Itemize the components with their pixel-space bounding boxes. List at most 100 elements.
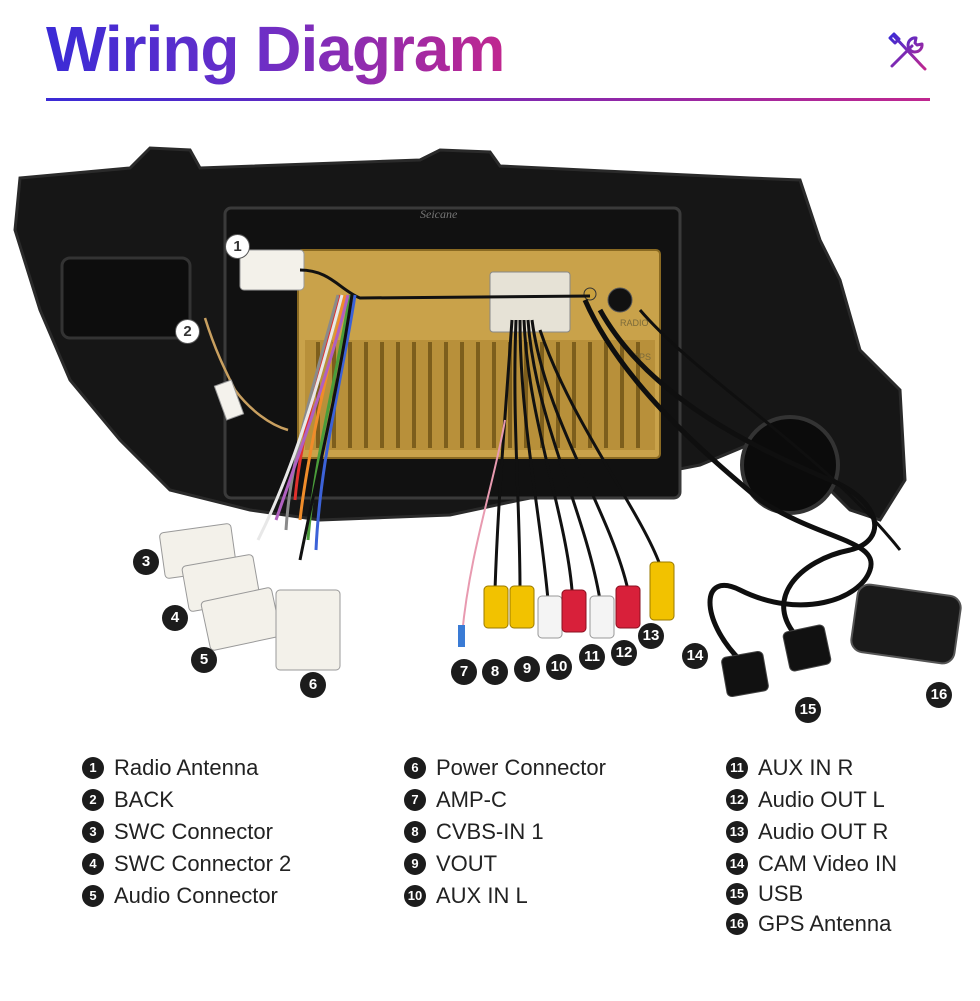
callout-16: 16 <box>926 682 952 708</box>
legend-number: 6 <box>404 757 426 779</box>
callout-6: 6 <box>300 672 326 698</box>
legend-number: 16 <box>726 913 748 935</box>
radio-port <box>607 287 633 313</box>
rca-aux-in-l <box>537 595 563 639</box>
usb-plug-2 <box>782 624 832 672</box>
legend-number: 11 <box>726 757 748 779</box>
legend-number: 8 <box>404 821 426 843</box>
callout-13: 13 <box>638 623 664 649</box>
rca-audio-out-r <box>615 585 641 629</box>
right-vent <box>740 415 840 515</box>
callout-11: 11 <box>579 644 605 670</box>
legend-label: Audio OUT L <box>758 787 885 812</box>
rear-port-block <box>489 271 571 333</box>
legend-item: 5 Audio Connector <box>82 880 291 912</box>
legend-number: 2 <box>82 789 104 811</box>
callout-1: 1 <box>225 234 250 259</box>
legend-label: AMP-C <box>436 787 507 812</box>
legend-label: GPS Antenna <box>758 911 892 936</box>
legend-number: 4 <box>82 853 104 875</box>
legend-item: 3 SWC Connector <box>82 816 291 848</box>
legend-item: 8 CVBS-IN 1 <box>404 816 606 848</box>
legend-item: 1 Radio Antenna <box>82 752 291 784</box>
brand-label: Seicane <box>420 207 458 221</box>
legend-item: 6 Power Connector <box>404 752 606 784</box>
legend-item: 10 AUX IN L <box>404 880 606 912</box>
title-underline <box>46 98 930 101</box>
amp-c-tip <box>458 625 465 647</box>
callout-15: 15 <box>795 697 821 723</box>
legend-number: 1 <box>82 757 104 779</box>
callout-14: 14 <box>682 643 708 669</box>
legend-column-1: 1 Radio Antenna 2 BACK 3 SWC Connector 4 SWC… <box>82 752 291 912</box>
legend-item: 15 USB <box>726 880 897 908</box>
back-wire-tag <box>213 379 245 421</box>
legend-item: 4 SWC Connector 2 <box>82 848 291 880</box>
legend-item: 11 AUX IN R <box>726 752 897 784</box>
legend-label: Radio Antenna <box>114 755 259 780</box>
legend-number: 5 <box>82 885 104 907</box>
legend-label: Power Connector <box>436 755 606 780</box>
gps-port-label: GPS <box>632 352 651 362</box>
radio-port-label: RADIO <box>620 318 649 328</box>
legend-label: Audio Connector <box>114 883 278 908</box>
callout-2: 2 <box>175 319 200 344</box>
wiring-diagram: Seicane RADIO GPS <box>13 146 962 698</box>
legend-label: SWC Connector <box>114 819 273 844</box>
callout-10: 10 <box>546 654 572 680</box>
legend-item: 7 AMP-C <box>404 784 606 816</box>
legend-item: 9 VOUT <box>404 848 606 880</box>
legend-number: 10 <box>404 885 426 907</box>
legend-number: 14 <box>726 853 748 875</box>
tools-icon <box>888 32 927 71</box>
legend-label: USB <box>758 881 804 906</box>
legend-number: 12 <box>726 789 748 811</box>
legend-item: 13 Audio OUT R <box>726 816 897 848</box>
rca-cvbs-in-1 <box>483 585 509 629</box>
callout-3: 3 <box>133 549 159 575</box>
legend-item: 16 GPS Antenna <box>726 908 897 940</box>
legend-label: CVBS-IN 1 <box>436 819 544 844</box>
legend-label: SWC Connector 2 <box>114 851 292 876</box>
legend-item: 14 CAM Video IN <box>726 848 897 880</box>
callout-8: 8 <box>482 659 508 685</box>
gps-antenna <box>850 583 962 665</box>
callout-12: 12 <box>611 640 637 666</box>
legend-number: 15 <box>726 883 748 905</box>
legend-column-3: 11 AUX IN R 12 Audio OUT L 13 Audio OUT R 1… <box>726 752 897 940</box>
legend-item: 2 BACK <box>82 784 291 816</box>
legend-column-2: 6 Power Connector 7 AMP-C 8 CVBS-IN 1 9 VOUT… <box>404 752 606 912</box>
rca-aux-in-r <box>561 589 587 633</box>
amp-c-wire <box>461 419 506 636</box>
callout-9: 9 <box>514 656 540 682</box>
legend-number: 13 <box>726 821 748 843</box>
heat-sink-fins <box>305 340 655 450</box>
legend-label: AUX IN R <box>758 755 854 780</box>
legend-item: 12 Audio OUT L <box>726 784 897 816</box>
callout-5: 5 <box>191 647 217 673</box>
rca-bundle-wires <box>493 319 662 601</box>
left-vent <box>60 256 192 340</box>
legend-number: 7 <box>404 789 426 811</box>
legend-label: CAM Video IN <box>758 851 897 876</box>
main-harness <box>256 294 357 561</box>
legend-label: VOUT <box>436 851 498 876</box>
callout-7: 7 <box>451 659 477 685</box>
callout-4: 4 <box>162 605 188 631</box>
legend-number: 9 <box>404 853 426 875</box>
legend-number: 3 <box>82 821 104 843</box>
gps-antenna-cable <box>638 309 902 551</box>
power-connector <box>275 589 341 671</box>
radio-antenna-connector <box>239 249 305 291</box>
rca-cam-video-in <box>649 561 675 621</box>
legend-label: BACK <box>114 787 174 812</box>
page-title: Wiring Diagram <box>46 6 505 92</box>
rca-audio-out-l <box>589 595 615 639</box>
usb-cables <box>582 298 878 662</box>
antenna-wire <box>299 268 591 300</box>
legend-label: AUX IN L <box>436 883 528 908</box>
gps-port <box>583 287 597 301</box>
rca-vout <box>509 585 535 629</box>
legend-label: Audio OUT R <box>758 819 889 844</box>
usb-plug-1 <box>721 650 769 698</box>
